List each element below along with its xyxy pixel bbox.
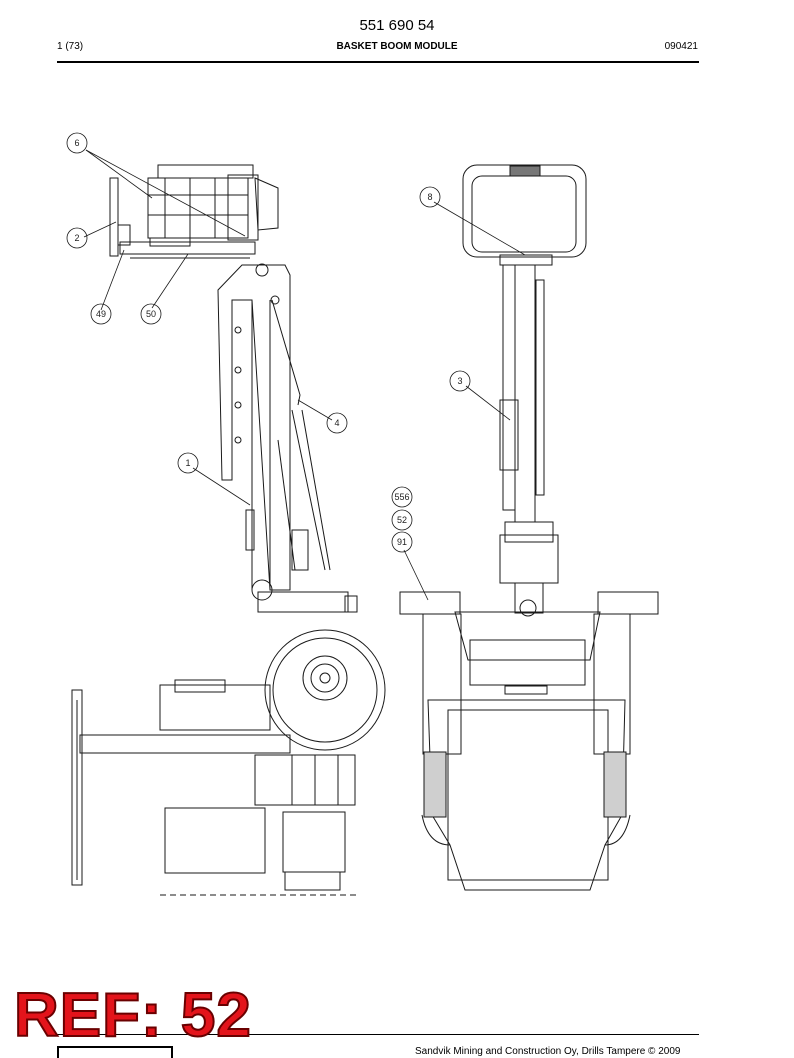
front-view	[399, 164, 659, 891]
callout-3-bubble	[449, 370, 471, 392]
side-boom	[217, 263, 331, 601]
callout-8-bubble	[419, 186, 441, 208]
callout-556-bubble	[391, 486, 413, 508]
header-divider	[57, 61, 699, 63]
callout-49-label: 49	[96, 309, 106, 319]
page-counter: 1 (73)	[57, 41, 84, 52]
callout-2-label: 2	[74, 233, 79, 243]
reference-stamp: REF: 52	[13, 981, 252, 1050]
callout-1-bubble	[177, 452, 199, 474]
callout-4-label: 4	[334, 418, 339, 428]
callout-50-label: 50	[146, 309, 156, 319]
callout-leaders	[83, 149, 526, 601]
callout-2-bubble	[66, 227, 88, 249]
callout-6-label: 6	[74, 138, 79, 148]
callout-bubbles: 6 2 49 50 4 1 8 3 556 52 91	[66, 132, 471, 553]
callout-49-bubble	[90, 303, 112, 325]
side-basket	[109, 164, 279, 259]
front-basket	[462, 164, 587, 266]
footer-divider	[57, 1034, 699, 1035]
callout-91-bubble	[391, 531, 413, 553]
callout-556-label: 556	[394, 492, 409, 502]
callout-91-label: 91	[397, 537, 407, 547]
callout-1-label: 1	[185, 458, 190, 468]
side-carrier	[71, 591, 386, 896]
front-carrier	[399, 591, 659, 891]
document-number: 551 690 54	[359, 17, 435, 34]
callout-8-label: 8	[427, 192, 432, 202]
callout-4-bubble	[326, 412, 348, 434]
company-logo	[57, 1046, 173, 1058]
side-view	[71, 164, 386, 896]
callout-50-bubble	[140, 303, 162, 325]
callout-6-bubble	[66, 132, 88, 154]
page-title: BASKET BOOM MODULE	[336, 41, 458, 52]
front-boom	[499, 264, 559, 617]
callout-52-bubble	[391, 509, 413, 531]
footer-copyright: Sandvik Mining and Construction Oy, Dril…	[415, 1046, 681, 1057]
callout-3-label: 3	[457, 376, 462, 386]
callout-52-label: 52	[397, 515, 407, 525]
revision-date: 090421	[664, 41, 698, 52]
